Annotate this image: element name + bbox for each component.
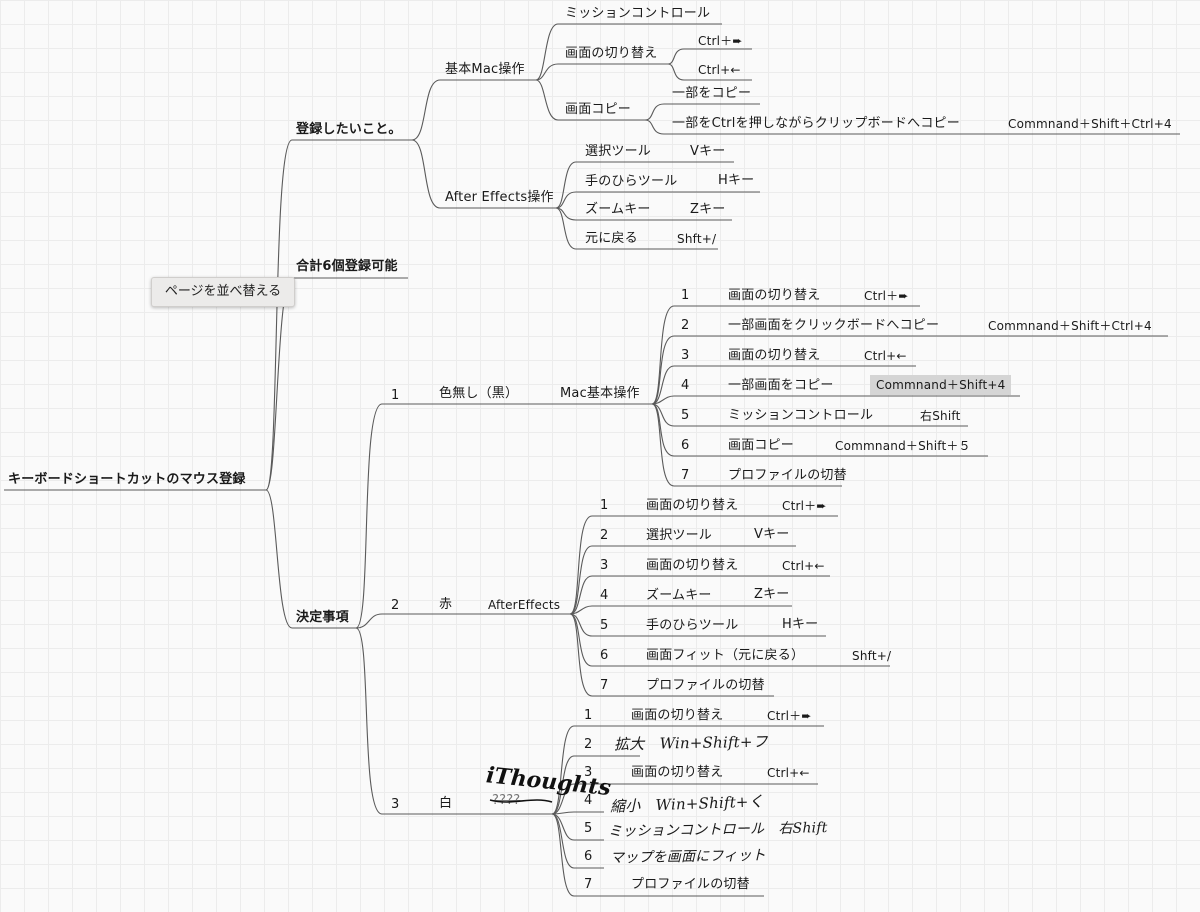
node-mission-control[interactable]: ミッションコントロール <box>565 6 711 21</box>
g2-item-label[interactable]: 画面の切り替え <box>646 498 739 513</box>
node-ae-select[interactable]: 選択ツール <box>585 144 652 159</box>
g1-item-number: 1 <box>681 288 690 303</box>
g2-item-number: 4 <box>600 588 609 603</box>
key-ctrl-left[interactable]: Ctrl+← <box>698 63 741 77</box>
key-ae-undo[interactable]: Shft+/ <box>677 232 717 246</box>
g2-item-key[interactable]: Vキー <box>754 527 790 542</box>
key-ae-select[interactable]: Vキー <box>690 144 726 159</box>
g1-item-label[interactable]: 一部画面をコピー <box>728 378 834 393</box>
g1-item-key[interactable]: 右Shift <box>920 409 961 423</box>
g2-item-label[interactable]: ズームキー <box>646 588 712 603</box>
node-screen-switch[interactable]: 画面の切り替え <box>565 46 658 61</box>
key-clip-copy[interactable]: Commnand＋Shift＋Ctrl+4 <box>1008 117 1172 131</box>
node-basic-mac[interactable]: 基本Mac操作 <box>445 62 525 77</box>
node-decided[interactable]: 決定事項 <box>296 610 349 625</box>
g2-item-label[interactable]: 手のひらツール <box>646 618 739 633</box>
group1-number: 1 <box>391 388 400 403</box>
g1-item-label[interactable]: 画面の切り替え <box>728 348 821 363</box>
node-ae-ops[interactable]: After Effects操作 <box>445 190 554 205</box>
group2-number: 2 <box>391 598 400 613</box>
g2-item-number: 3 <box>600 558 609 573</box>
g1-item-label[interactable]: 画面コピー <box>728 438 795 453</box>
g1-item-label[interactable]: 画面の切り替え <box>728 288 821 303</box>
g2-item-number: 7 <box>600 678 609 693</box>
g1-item-number: 7 <box>681 468 690 483</box>
g3-item-number: 2 <box>584 737 593 752</box>
node-partial-copy[interactable]: 一部をコピー <box>672 86 752 101</box>
g2-item-number: 1 <box>600 498 609 513</box>
g2-item-key[interactable]: Shft+/ <box>852 649 892 663</box>
g2-item-label[interactable]: 画面フィット（元に戻る） <box>646 648 805 663</box>
node-ae-hand[interactable]: 手のひらツール <box>585 174 678 189</box>
group2-color[interactable]: 赤 <box>439 597 453 612</box>
g2-item-number: 5 <box>600 618 609 633</box>
g2-item-key[interactable]: Ctrl+← <box>782 559 825 573</box>
group3-color[interactable]: 白 <box>439 796 453 811</box>
node-screen-copy[interactable]: 画面コピー <box>565 102 632 117</box>
node-ae-zoom[interactable]: ズームキー <box>585 202 651 217</box>
g1-item-label[interactable]: ミッションコントロール <box>728 408 874 423</box>
g2-item-number: 2 <box>600 528 609 543</box>
g2-item-key[interactable]: Zキー <box>754 587 790 602</box>
node-ae-undo[interactable]: 元に戻る <box>585 231 638 246</box>
svg-text:iThoughts: iThoughts <box>485 762 612 801</box>
g2-item-key[interactable]: Ctrl＋➨ <box>782 499 827 513</box>
group1-color[interactable]: 色無し（黒） <box>439 386 519 401</box>
g1-item-number: 4 <box>681 378 690 393</box>
handwritten-ithoughts-note: iThoughts <box>485 762 612 803</box>
g1-item-number: 3 <box>681 348 690 363</box>
g3-handwritten-zoom-in[interactable]: 拡大 Win+Shift+フ <box>613 732 769 754</box>
key-ctrl-right[interactable]: Ctrl＋➨ <box>698 34 743 48</box>
g3-item-number: 3 <box>584 765 593 780</box>
g1-item-key[interactable]: Commnand＋Shift＋Ctrl+4 <box>988 319 1152 333</box>
g3-item-number: 5 <box>584 821 593 836</box>
group1-category[interactable]: Mac基本操作 <box>560 386 640 401</box>
g1-item-key[interactable]: Commnand＋Shift＋５ <box>835 439 971 453</box>
g3-item-number: 7 <box>584 877 593 892</box>
g3-item-key[interactable]: Ctrl＋➨ <box>767 709 812 723</box>
g3-item-number: 6 <box>584 849 593 864</box>
node-partial-clip-copy[interactable]: 一部をCtrlを押しながらクリップボードへコピー <box>672 116 960 131</box>
g2-item-label[interactable]: 画面の切り替え <box>646 558 739 573</box>
g1-item-number: 2 <box>681 318 690 333</box>
g3-item-number: 4 <box>584 793 593 808</box>
node-wish[interactable]: 登録したいこと。 <box>296 122 402 137</box>
g1-item-key-highlighted[interactable]: Commnand＋Shift+4 <box>870 375 1012 395</box>
g1-item-label[interactable]: 一部画面をクリックボードへコピー <box>728 318 940 333</box>
g2-item-label[interactable]: 選択ツール <box>646 528 713 543</box>
g3-item-label[interactable]: プロファイルの切替 <box>631 877 750 892</box>
g3-item-label[interactable]: 画面の切り替え <box>631 765 724 780</box>
g1-item-number: 6 <box>681 438 690 453</box>
g2-item-label[interactable]: プロファイルの切替 <box>646 678 765 693</box>
g2-item-number: 6 <box>600 648 609 663</box>
root-node[interactable]: キーボードショートカットのマウス登録 <box>8 472 246 487</box>
group3-number: 3 <box>391 797 400 812</box>
g3-handwritten-fit-map[interactable]: マップを画面にフィット <box>609 847 767 867</box>
g1-item-label[interactable]: プロファイルの切替 <box>728 468 847 483</box>
key-ae-zoom[interactable]: Zキー <box>690 202 726 217</box>
g3-item-number: 1 <box>584 708 593 723</box>
group2-category[interactable]: AfterEffects <box>488 598 561 612</box>
node-total[interactable]: 合計6個登録可能 <box>296 259 398 274</box>
g1-item-key[interactable]: Ctrl＋➨ <box>864 289 909 303</box>
key-ae-hand[interactable]: Hキー <box>718 173 755 188</box>
group3-category-struck[interactable]: ???? <box>492 793 521 808</box>
g2-item-key[interactable]: Hキー <box>782 617 819 632</box>
g1-item-key[interactable]: Ctrl+← <box>864 349 907 363</box>
g3-item-key[interactable]: Ctrl+← <box>767 766 810 780</box>
reorder-pages-tooltip: ページを並べ替える <box>151 277 295 307</box>
g1-item-number: 5 <box>681 408 690 423</box>
g3-item-label[interactable]: 画面の切り替え <box>631 708 724 723</box>
